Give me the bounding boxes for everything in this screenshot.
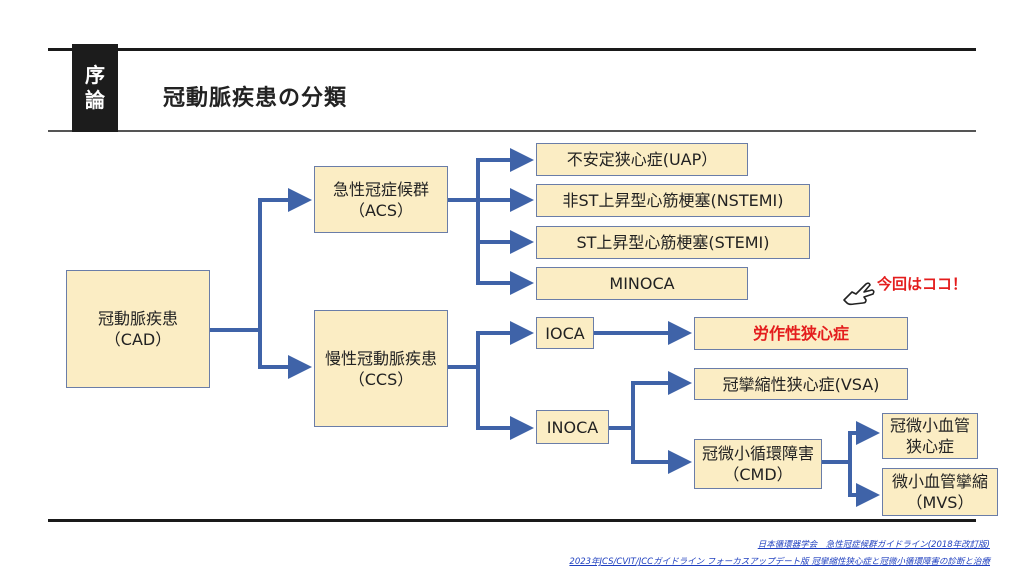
badge-line2: 論 bbox=[85, 88, 105, 112]
cad-label: 冠動脈疾患 bbox=[97, 309, 178, 328]
pointing-hand-icon bbox=[843, 282, 875, 306]
box-cmd: 冠微小循環障害 （CMD） bbox=[694, 439, 822, 489]
cmd-label: 冠微小循環障害 bbox=[701, 444, 814, 463]
box-nstemi: 非ST上昇型心筋梗塞(NSTEMI) bbox=[536, 184, 810, 217]
arrow-cmd-mvs bbox=[848, 462, 880, 507]
acs-abbrev: （ACS） bbox=[349, 200, 413, 220]
box-cad: 冠動脈疾患 （CAD） bbox=[66, 270, 210, 388]
reference-2[interactable]: 2023年JCS/CVIT/JCCガイドライン フォーカスアップデート版 冠攣縮… bbox=[569, 557, 990, 567]
arrow-cad-acs bbox=[210, 188, 312, 332]
inoca-label: INOCA bbox=[546, 417, 599, 437]
box-stemi: ST上昇型心筋梗塞(STEMI) bbox=[536, 226, 810, 259]
cmd-abbrev: （CMD） bbox=[723, 465, 793, 484]
box-mvs: 微小血管攣縮 （MVS） bbox=[882, 468, 998, 516]
box-uap: 不安定狭心症(UAP） bbox=[536, 143, 748, 176]
mvs-abbrev: （MVS） bbox=[906, 493, 974, 512]
uap-label: 不安定狭心症(UAP） bbox=[566, 150, 718, 169]
header-rule bbox=[48, 130, 976, 132]
nstemi-label: 非ST上昇型心筋梗塞(NSTEMI) bbox=[562, 191, 784, 210]
micro-angina-label-1: 冠微小血管 bbox=[889, 416, 970, 435]
top-rule bbox=[48, 48, 976, 51]
ccs-abbrev: （CCS） bbox=[348, 369, 414, 389]
badge-line1: 序 bbox=[85, 63, 105, 87]
vsa-label: 冠攣縮性狭心症(VSA) bbox=[722, 374, 880, 394]
box-acs: 急性冠症候群 （ACS） bbox=[314, 166, 448, 233]
box-exertional-angina: 労作性狭心症 bbox=[694, 317, 908, 350]
box-ioca: IOCA bbox=[536, 317, 594, 349]
box-minoca: MINOCA bbox=[536, 267, 748, 300]
box-ccs: 慢性冠動脈疾患 （CCS） bbox=[314, 310, 448, 427]
micro-angina-label-2: 狭心症 bbox=[905, 437, 954, 456]
reference-1[interactable]: 日本循環器学会 急性冠症候群ガイドライン(2018年改訂版) bbox=[757, 540, 990, 550]
stemi-label: ST上昇型心筋梗塞(STEMI) bbox=[576, 233, 770, 252]
acs-label: 急性冠症候群 bbox=[332, 179, 429, 199]
arrow-cad-ccs bbox=[258, 330, 312, 379]
minoca-label: MINOCA bbox=[609, 274, 675, 293]
ioca-label: IOCA bbox=[545, 323, 585, 343]
section-badge: 序 論 bbox=[72, 44, 118, 132]
box-micro-angina: 冠微小血管 狭心症 bbox=[882, 413, 978, 459]
bottom-rule bbox=[48, 519, 976, 522]
arrow-cmd-micro bbox=[822, 421, 880, 464]
arrow-acs-stemi bbox=[476, 200, 534, 254]
arrow-acs-uap bbox=[448, 148, 534, 202]
box-inoca: INOCA bbox=[536, 410, 609, 444]
ccs-label: 慢性冠動脈疾患 bbox=[324, 348, 437, 368]
mvs-label: 微小血管攣縮 bbox=[891, 472, 988, 491]
annotation-note: 今回はココ！ bbox=[877, 275, 968, 293]
arrow-inoca-vsa bbox=[609, 371, 692, 430]
cad-abbrev: （CAD） bbox=[104, 330, 172, 349]
arrow-ccs-inoca bbox=[476, 367, 534, 440]
box-vsa: 冠攣縮性狭心症(VSA) bbox=[694, 368, 908, 400]
arrow-inoca-cmd bbox=[631, 428, 692, 474]
arrow-ccs-ioca bbox=[448, 321, 534, 369]
page-title: 冠動脈疾患の分類 bbox=[163, 86, 348, 111]
exertional-angina-label: 労作性狭心症 bbox=[752, 324, 849, 343]
arrow-acs-minoca bbox=[476, 242, 534, 295]
